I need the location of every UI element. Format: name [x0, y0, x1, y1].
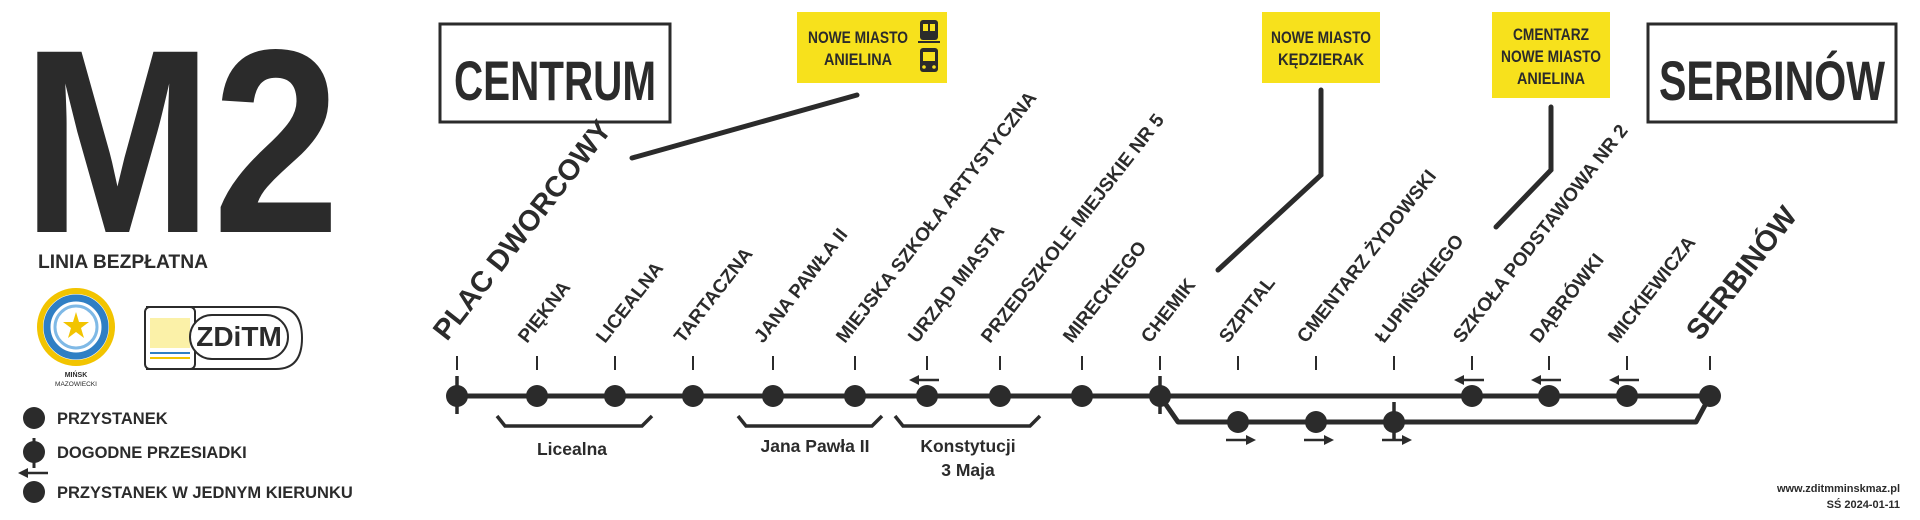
stop-plac-dworcowy: PLAC DWORCOWY: [427, 115, 618, 414]
street-label-konstytucji-2: 3 Maja: [941, 460, 995, 480]
operator-logo: ZDiTM: [144, 306, 304, 370]
tram-icon: [918, 20, 940, 43]
stop-dot: [682, 385, 704, 407]
city-logo: MIŃSK MAZOWIECKI: [37, 288, 115, 388]
bracket-jana-pawla: [736, 414, 884, 428]
destination-box-1-line-1: NOWE MIASTO: [808, 28, 908, 47]
line-number: M2: [22, 0, 340, 288]
legend: PRZYSTANEK DOGODNE PRZESIADKI PRZYSTANEK…: [18, 407, 353, 503]
connector-lines: [629, 87, 1554, 273]
one-way-arrow-icon: [1324, 435, 1334, 445]
stop-dot: [1383, 411, 1405, 433]
stop-label-szpital: SZPITAL: [1215, 273, 1280, 348]
terminal-left-label: CENTRUM: [454, 49, 656, 112]
legend-stop-label: PRZYSTANEK: [57, 410, 168, 428]
stop-label-mireckiego: MIRECKIEGO: [1059, 238, 1151, 347]
city-logo-text-2: MAZOWIECKI: [55, 381, 97, 388]
route-lower-line: [1157, 393, 1713, 425]
city-logo-text-1: MIŃSK: [65, 370, 88, 379]
connector-line-1: [629, 92, 860, 161]
destination-box-3-line-2: NOWE MIASTO: [1501, 47, 1601, 66]
stop-dot: [1538, 385, 1560, 407]
stop-tartaczna: TARTACZNA: [670, 244, 757, 407]
stop-dot: [844, 385, 866, 407]
bracket-konstytucji: [893, 414, 1042, 428]
connector-line-3: [1493, 104, 1554, 230]
stop-dot: [989, 385, 1011, 407]
stop-dot: [1071, 385, 1093, 407]
one-way-arrow-icon: [1454, 375, 1464, 385]
footer-signature: SŚ 2024-01-11: [1827, 498, 1900, 511]
stop-label-dabrowki: DĄBRÓWKI: [1526, 250, 1609, 348]
stop-label-piekna: PIĘKNA: [514, 277, 575, 347]
stop-dot: [1227, 411, 1249, 433]
one-way-arrow-icon: [1531, 375, 1541, 385]
destination-box-1-line-2: ANIELINA: [824, 50, 892, 69]
one-way-arrow-icon: [1609, 375, 1619, 385]
footer-website: www.zditmminskmaz.pl: [1776, 483, 1900, 495]
street-brackets: [495, 414, 1042, 428]
stop-dot: [1699, 385, 1721, 407]
connector-line-2: [1215, 87, 1324, 273]
one-way-arrow-icon: [1246, 435, 1256, 445]
stop-szpital: SZPITAL: [1215, 273, 1280, 445]
street-label-konstytucji-1: Konstytucji: [920, 436, 1015, 456]
stop-label-chemik: CHEMIK: [1137, 275, 1200, 347]
stop-dot: [1616, 385, 1638, 407]
destination-box-3: CMENTARZ NOWE MIASTO ANIELINA: [1492, 12, 1610, 98]
stop-dabrowki: DĄBRÓWKI: [1526, 250, 1609, 407]
stop-licealna: LICEALNA: [592, 258, 668, 407]
terminal-box-right: SERBINÓW: [1646, 22, 1898, 124]
stop-mireckiego: MIRECKIEGO: [1059, 238, 1151, 407]
legend-one-way-icon: [18, 468, 48, 503]
terminal-right-label: SERBINÓW: [1659, 49, 1885, 112]
stop-dot: [1149, 385, 1171, 407]
one-way-arrow-icon: [1402, 435, 1412, 445]
one-way-arrow-icon: [909, 375, 919, 385]
legend-transfer-label: DOGODNE PRZESIADKI: [57, 444, 247, 462]
stop-label-szkola-podstawowa-nr-2: SZKOŁA PODSTAWOWA NR 2: [1449, 121, 1632, 347]
destination-box-3-line-3: ANIELINA: [1517, 69, 1585, 88]
stop-dot: [762, 385, 784, 407]
legend-stop-icon: [23, 407, 45, 429]
destination-box-2-line-1: NOWE MIASTO: [1271, 28, 1371, 47]
operator-logo-text: ZDiTM: [196, 321, 282, 352]
bracket-licealna: [495, 414, 654, 428]
stop-label-licealna: LICEALNA: [592, 258, 668, 347]
destination-box-3-line-1: CMENTARZ: [1513, 25, 1589, 44]
terminal-box-left: CENTRUM: [438, 22, 672, 124]
stop-dot: [604, 385, 626, 407]
stop-serbinow: SERBINÓW: [1679, 199, 1804, 407]
destination-box-2-line-2: KĘDZIERAK: [1278, 50, 1365, 69]
stop-piekna: PIĘKNA: [514, 277, 575, 407]
legend-one-way-label: PRZYSTANEK W JEDNYM KIERUNKU: [57, 484, 353, 502]
star-icon: [63, 312, 89, 338]
bus-icon: [920, 48, 938, 72]
stop-label-plac-dworcowy: PLAC DWORCOWY: [427, 115, 618, 347]
stop-miejska-szkola-artystyczna: MIEJSKA SZKOŁA ARTYSTYCZNA: [832, 88, 1041, 407]
stop-dot: [446, 385, 468, 407]
stop-label-serbinow: SERBINÓW: [1679, 199, 1804, 346]
stop-jana-pawla-ii: JANA PAWŁA II: [750, 225, 852, 407]
stop-dot: [1461, 385, 1483, 407]
stop-dot: [916, 385, 938, 407]
destination-box-2: NOWE MIASTO KĘDZIERAK: [1262, 12, 1380, 83]
street-label-licealna: Licealna: [537, 439, 607, 459]
stop-label-cmentarz-zydowski: CMENTARZ ŻYDOWSKI: [1293, 166, 1441, 347]
street-label-jana-pawla: Jana Pawła II: [761, 436, 870, 456]
stop-dot: [526, 385, 548, 407]
stop-dot: [1305, 411, 1327, 433]
line-subtitle: LINIA BEZPŁATNA: [38, 252, 208, 273]
stop-label-tartaczna: TARTACZNA: [670, 244, 757, 347]
stop-chemik: CHEMIK: [1137, 275, 1200, 414]
legend-transfer-icon: [23, 438, 45, 468]
destination-box-1: NOWE MIASTO ANIELINA: [797, 12, 947, 83]
